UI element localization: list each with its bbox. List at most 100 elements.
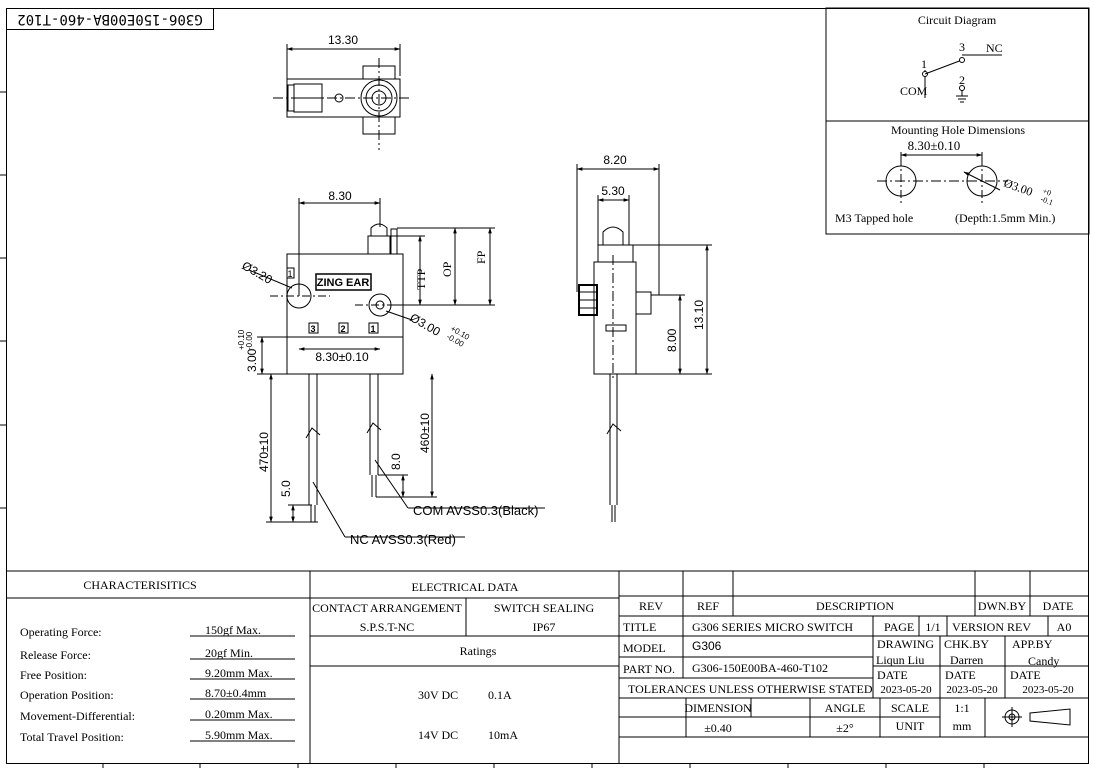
- tb-date-label: DATE: [1043, 599, 1074, 613]
- tb-scale-value: 1:1: [954, 701, 969, 715]
- char-value: 0.20mm Max.: [205, 707, 273, 721]
- tb-page-value: 1/1: [925, 620, 940, 634]
- dim-hole-right: Ø3.00: [408, 310, 444, 339]
- tb-version-value: A0: [1057, 620, 1072, 634]
- dim-hole-left: Ø3.20: [240, 258, 276, 287]
- tb-tol-label: TOLERANCES UNLESS OTHERWISE STATED: [628, 682, 873, 696]
- char-value: 20gf Min.: [205, 646, 253, 660]
- mounting-hole-dia: Ø3.00: [1002, 176, 1035, 199]
- dim-side-width: 8.20: [603, 153, 627, 167]
- mounting-hole-tol-minus: -0.1: [1039, 194, 1054, 207]
- pin-mark-1: 1: [370, 324, 375, 334]
- bottom-tables: [6, 570, 1089, 764]
- mounting-title: Mounting Hole Dimensions: [891, 123, 1025, 137]
- tb-drawing-label: DRAWING: [877, 637, 934, 651]
- mounting-depth: (Depth:1.5mm Min.): [955, 211, 1055, 225]
- char-value: 8.70±0.4mm: [205, 686, 267, 700]
- tb-angle-label: ANGLE: [825, 701, 866, 715]
- dim-height-bottom: 3.00: [245, 348, 259, 372]
- tb-app-value: Candy: [1028, 654, 1059, 668]
- dim-height-tol-plus: +0.10: [237, 329, 246, 350]
- tb-title-value: G306 SERIES MICRO SWITCH: [692, 620, 853, 634]
- tb-date-chk: 2023-05-20: [946, 684, 998, 696]
- mounting-hole-tol-plus: +0: [1041, 186, 1052, 197]
- char-label: Free Position:: [20, 668, 87, 682]
- tb-app-label: APP.BY: [1012, 637, 1053, 651]
- tb-chk-label: CHK.BY: [944, 637, 989, 651]
- tb-drawing-value: Liqun Liu: [876, 653, 924, 667]
- electrical-title: ELECTRICAL DATA: [412, 580, 519, 594]
- dim-lead-right: 460±10: [418, 413, 432, 453]
- drawing-frame: [6, 8, 1089, 764]
- sealing-label: SWITCH SEALING: [494, 601, 595, 615]
- dim-ttp: TTP: [414, 268, 428, 290]
- tb-model-value: G306: [692, 639, 722, 653]
- mounting-hole-diagram: [877, 152, 1008, 204]
- dim-strip-right: 8.0: [389, 453, 403, 470]
- char-label: Movement-Differential:: [20, 709, 135, 723]
- char-value: 9.20mm Max.: [205, 666, 273, 680]
- circuit-title: Circuit Diagram: [918, 13, 997, 27]
- tb-unit-value: mm: [953, 719, 972, 733]
- wire-nc-label: NC AVSS0.3(Red): [350, 532, 456, 547]
- brand-label: ZING EAR: [317, 277, 370, 289]
- dim-top-width: 13.30: [328, 33, 358, 47]
- tb-scale-label: SCALE: [891, 701, 929, 715]
- contact-label: CONTACT ARRANGEMENT: [312, 601, 462, 615]
- dim-side-height: 13.10: [692, 300, 706, 330]
- rating-voltage: 30V DC: [418, 688, 458, 702]
- tb-version-label: VERSION REV: [952, 620, 1031, 634]
- tb-dwn-label: DWN.BY: [978, 599, 1027, 613]
- rating-current: 10mA: [488, 728, 518, 742]
- tb-part-value: G306-150E00BA-460-T102: [692, 661, 828, 675]
- circuit-pin-nc: 3: [959, 40, 965, 54]
- tb-angle-value: ±2°: [836, 721, 854, 735]
- tb-page-label: PAGE: [884, 620, 914, 634]
- char-label: Release Force:: [20, 648, 91, 662]
- mounting-tapped: M3 Tapped hole: [835, 211, 913, 225]
- dim-side-inner: 5.30: [601, 184, 625, 198]
- tb-date-app: 2023-05-20: [1022, 684, 1074, 696]
- circuit-pin-com: 1: [921, 57, 927, 71]
- tb-model-label: MODEL: [623, 641, 666, 655]
- circuit-pin-no: 2: [959, 73, 965, 87]
- tb-part-label: PART NO.: [623, 662, 675, 676]
- tb-title-label: TITLE: [623, 620, 656, 634]
- dim-side-body: 8.00: [665, 328, 679, 352]
- tb-rev-label: REV: [639, 599, 663, 613]
- char-label: Operation Position:: [20, 688, 114, 702]
- dim-strip-left: 5.0: [279, 480, 293, 497]
- characteristics-title: CHARACTERISITICS: [83, 578, 196, 592]
- circuit-diagram: [922, 54, 1002, 103]
- pin-mark-3: 3: [310, 324, 315, 334]
- sealing-value: IP67: [533, 620, 556, 634]
- rating-voltage: 14V DC: [418, 728, 458, 742]
- tb-date-app-label: DATE: [1010, 668, 1041, 682]
- top-view: [273, 44, 410, 150]
- tb-desc-label: DESCRIPTION: [816, 599, 894, 613]
- pin-one-mark: 1: [287, 269, 292, 279]
- dim-fp: FP: [474, 250, 488, 264]
- dim-lead-left: 470±10: [257, 432, 271, 472]
- ratings-label: Ratings: [460, 644, 497, 658]
- front-view: [248, 198, 545, 538]
- dim-height-tol-minus: -0.00: [245, 331, 254, 350]
- dim-front-pitch: 8.30: [328, 189, 352, 203]
- dim-op: OP: [440, 261, 454, 277]
- char-label: Total Travel Position:: [20, 730, 124, 744]
- mounting-pitch: 8.30±0.10: [908, 138, 961, 153]
- char-value: 150gf Max.: [205, 623, 261, 637]
- pin-mark-2: 2: [340, 324, 345, 334]
- dim-hole-pitch-bottom: 8.30±0.10: [315, 350, 369, 364]
- char-value: 5.90mm Max.: [205, 728, 273, 742]
- rating-current: 0.1A: [488, 688, 512, 702]
- tb-date-drawing-label: DATE: [877, 668, 908, 682]
- tb-ref-label: REF: [697, 599, 719, 613]
- circuit-label-nc: NC: [986, 41, 1003, 55]
- contact-value: S.P.S.T-NC: [360, 620, 415, 634]
- tb-dimension-value: ±0.40: [704, 721, 732, 735]
- side-view: [576, 164, 712, 522]
- wire-com-label: COM AVSS0.3(Black): [413, 503, 538, 518]
- tb-date-drawing: 2023-05-20: [880, 684, 932, 696]
